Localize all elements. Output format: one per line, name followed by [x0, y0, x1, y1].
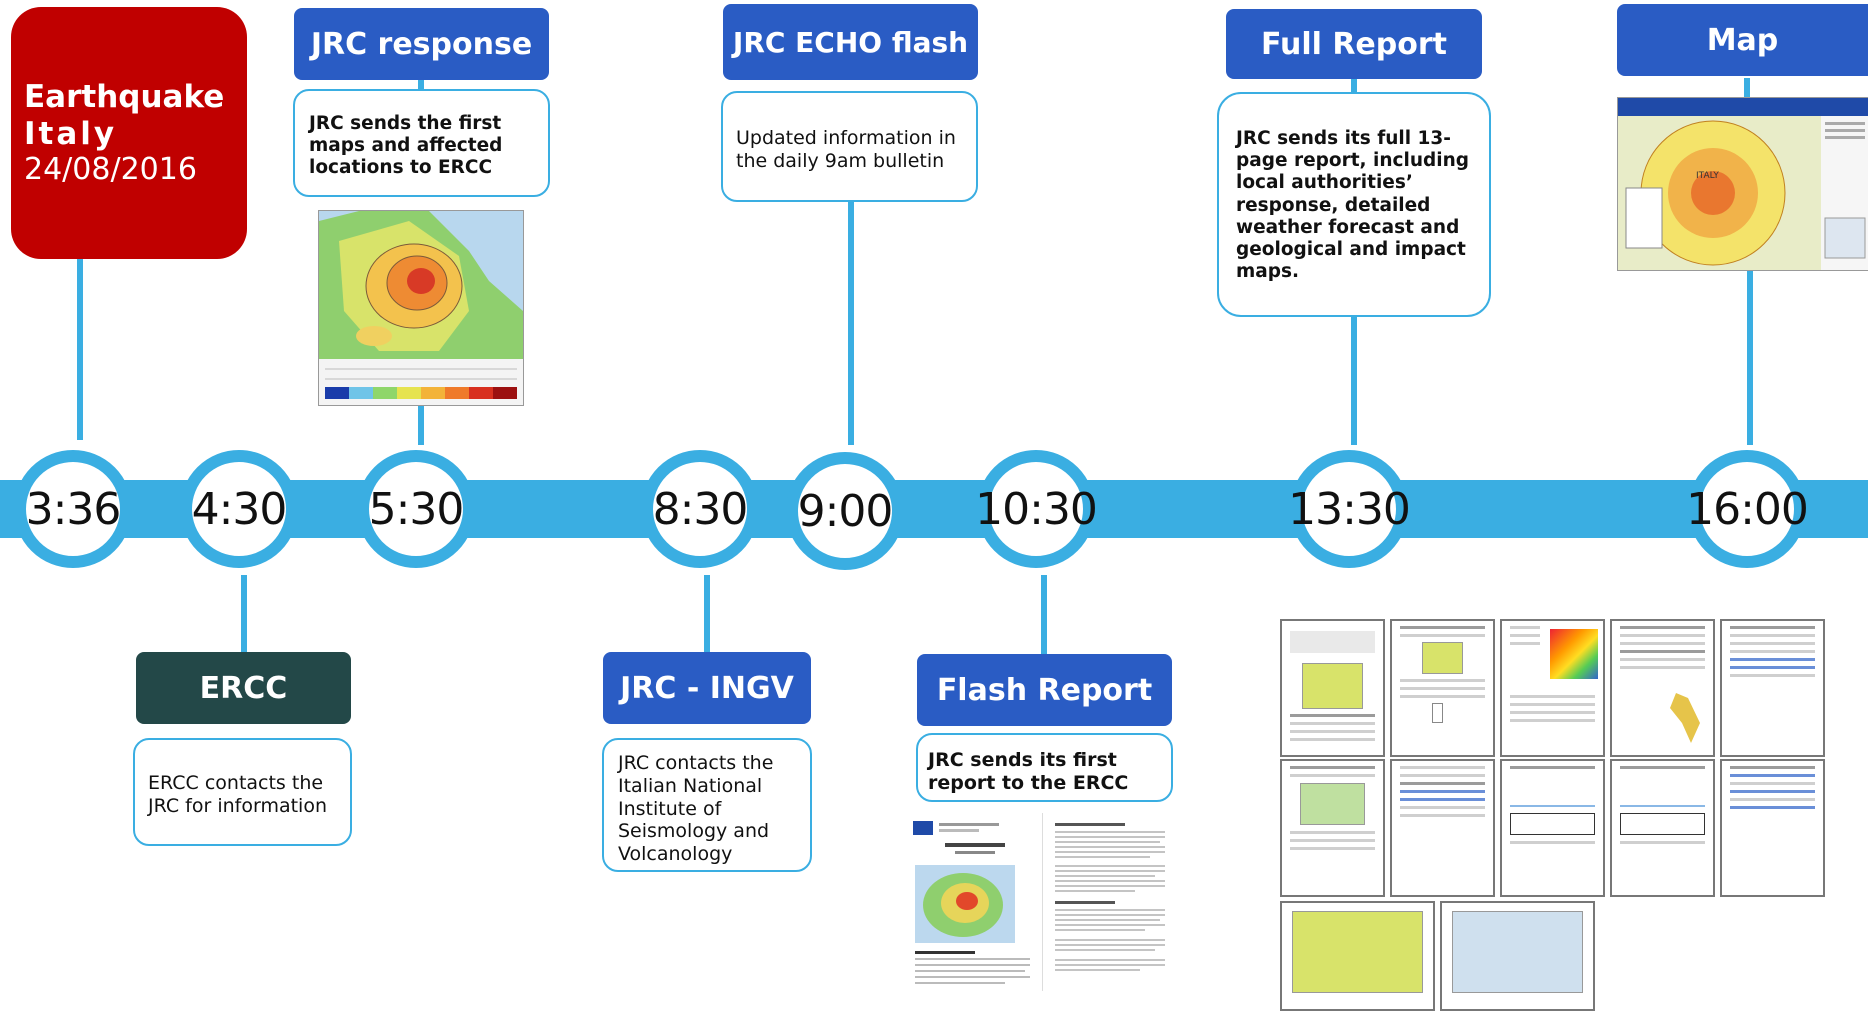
event-title-line1: Earthquake: [24, 79, 225, 115]
time-node-4-30: 4:30: [180, 450, 298, 568]
full-report-header: Full Report: [1226, 9, 1482, 79]
connector-13-30: [1351, 78, 1357, 93]
report-page: [1280, 901, 1435, 1011]
connector-13-30-low: [1351, 315, 1357, 445]
flash-report-header: Flash Report: [917, 654, 1172, 726]
connector-16-00-low: [1747, 268, 1753, 445]
time-node-16-00: 16:00: [1686, 450, 1809, 568]
report-page: [1280, 759, 1385, 897]
ercc-text: ERCC contacts the JRC for information: [148, 772, 327, 817]
report-page: [1610, 759, 1715, 897]
full-report-pages-grid: [1280, 619, 1825, 1011]
time-node-13-30: 13:30: [1288, 450, 1411, 568]
report-page: [1440, 901, 1595, 1011]
ercc-box: ERCC contacts the JRC for information: [133, 738, 352, 846]
time-label: 3:36: [25, 483, 122, 535]
time-label: 8:30: [652, 483, 749, 535]
connector-8-30: [704, 575, 710, 655]
echo-flash-text: Updated information in the daily 9am bul…: [736, 127, 956, 172]
time-node-9-00: 9:00: [786, 452, 904, 570]
report-page: [1720, 619, 1825, 757]
jrc-response-box: JRC sends the first maps and affected lo…: [293, 89, 550, 197]
map-image: ITALY: [1618, 98, 1868, 270]
earthquake-map-image: [319, 211, 523, 405]
jrc-ingv-text: JRC contacts the Italian National Instit…: [618, 752, 774, 866]
report-page: [1610, 619, 1715, 757]
time-label: 10:30: [975, 483, 1098, 535]
connector-10-30: [1041, 575, 1047, 657]
connector-9-00: [848, 200, 854, 445]
time-node-10-30: 10:30: [975, 450, 1098, 568]
map-header: Map: [1617, 4, 1868, 76]
report-page: [1720, 759, 1825, 897]
event-title: Earthquake Italy: [24, 79, 224, 153]
connector-4-30: [241, 575, 247, 655]
full-report-box: JRC sends its full 13-page report, inclu…: [1217, 92, 1491, 317]
time-node-3-36: 3:36: [14, 450, 132, 568]
time-label: 5:30: [368, 483, 465, 535]
jrc-ingv-header: JRC - INGV: [603, 652, 811, 724]
jrc-ingv-box: JRC contacts the Italian National Instit…: [602, 738, 812, 872]
flash-report-page-2-image: [1055, 823, 1165, 971]
connector-3-36: [77, 255, 83, 440]
report-page: [1500, 619, 1605, 757]
event-title-line2: Italy: [24, 116, 118, 152]
ercc-header: ERCC: [136, 652, 351, 724]
connector-5-30-low: [418, 400, 424, 445]
time-node-8-30: 8:30: [641, 450, 759, 568]
map-country-label: ITALY: [1696, 171, 1719, 181]
echo-flash-box: Updated information in the daily 9am bul…: [721, 91, 978, 202]
timeline-bar: [0, 480, 1868, 538]
flash-report-box: JRC sends its first report to the ERCC: [916, 733, 1173, 802]
jrc-response-text: JRC sends the first maps and affected lo…: [309, 113, 503, 179]
flash-report-page-2: [1042, 813, 1173, 991]
full-report-text: JRC sends its full 13-page report, inclu…: [1236, 128, 1470, 283]
event-date: 24/08/2016: [24, 152, 197, 187]
echo-flash-header: JRC ECHO flash: [723, 4, 978, 80]
time-node-5-30: 5:30: [357, 450, 475, 568]
event-box: Earthquake Italy 24/08/2016: [11, 7, 247, 259]
time-label: 4:30: [191, 483, 288, 535]
report-page: [1390, 619, 1495, 757]
connector-5-30: [418, 78, 424, 90]
map-thumbnail: ITALY: [1617, 97, 1868, 271]
report-page: [1500, 759, 1605, 897]
time-label: 9:00: [797, 485, 894, 537]
report-page: [1280, 619, 1385, 757]
jrc-response-header: JRC response: [294, 8, 549, 80]
flash-report-page-1-image: [913, 821, 1030, 984]
flash-report-text: JRC sends its first report to the ERCC: [928, 749, 1129, 794]
time-label: 16:00: [1686, 483, 1809, 535]
connector-16-00: [1744, 78, 1750, 100]
jrc-response-map-thumbnail: [318, 210, 524, 406]
time-label: 13:30: [1288, 483, 1411, 535]
flash-report-page-1: [905, 813, 1040, 991]
report-page: [1390, 759, 1495, 897]
